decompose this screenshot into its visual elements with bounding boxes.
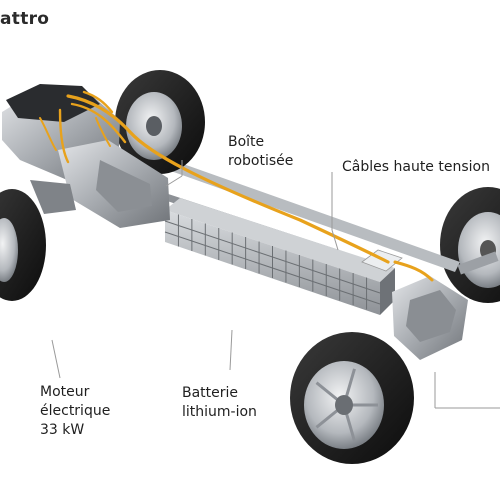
diagram-title: attro <box>0 9 50 29</box>
rear-drive-unit <box>392 251 499 360</box>
wheel-front-left <box>0 189 46 301</box>
label-battery: Batterie lithium-ion <box>182 385 257 420</box>
label-cables: Câbles haute tension <box>342 159 490 175</box>
label-gearbox: Boîte robotisée <box>228 134 294 169</box>
callout-lines <box>51 160 500 409</box>
battery-pack <box>164 198 403 315</box>
wheel-rear-right <box>440 187 500 303</box>
wheel-rear-left <box>290 332 414 464</box>
high-voltage-cables <box>39 90 434 282</box>
label-motor: Moteur électrique 33 kW <box>40 384 111 438</box>
